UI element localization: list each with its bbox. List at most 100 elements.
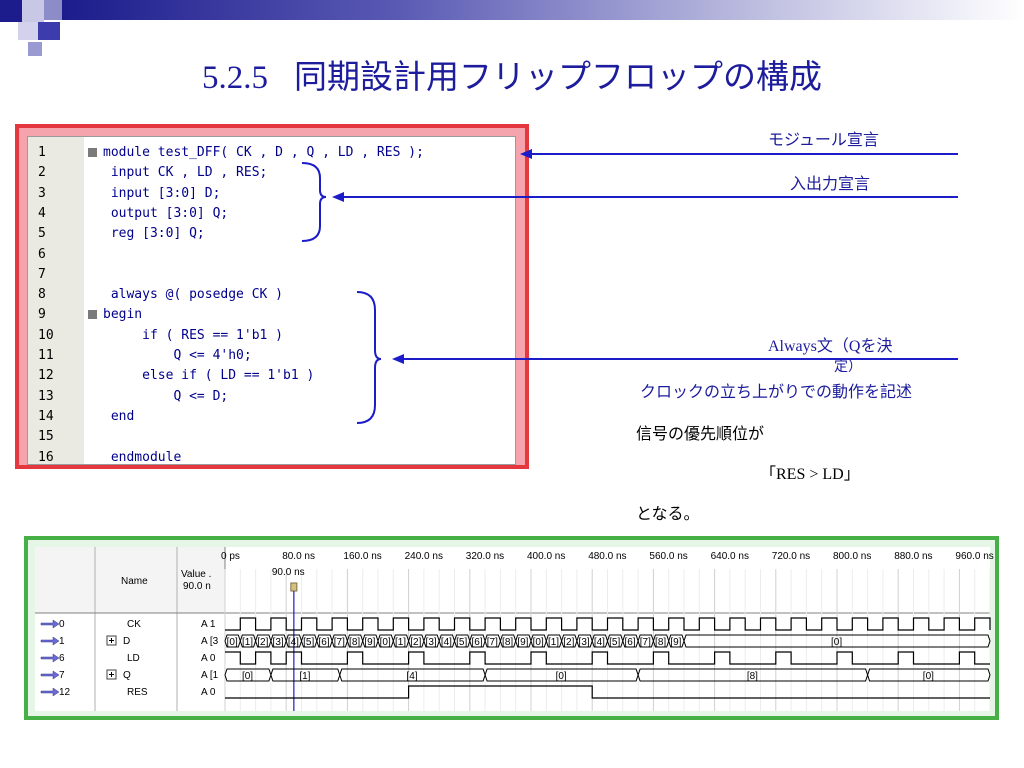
signal-value: A 0	[201, 687, 216, 698]
signal-index: 12	[59, 687, 71, 698]
name-column-header: Name	[121, 576, 148, 587]
code-text: reg [3:0] Q;	[103, 226, 205, 242]
bus-value-label: [8]	[349, 637, 360, 648]
signal-value: A [3	[201, 636, 219, 647]
signal-value: A 0	[201, 653, 216, 664]
line-number: 5	[38, 226, 46, 242]
bus-value-label: [0]	[533, 637, 544, 648]
fold-toggle-icon[interactable]	[88, 310, 97, 320]
time-tick-label: 160.0 ns	[343, 551, 381, 562]
bus-value-label: [6]	[624, 637, 635, 648]
line-number: 1	[38, 145, 46, 160]
bus-value-label: [3]	[426, 637, 437, 648]
line-number: 10	[38, 327, 54, 343]
signal-name: CK	[127, 619, 141, 630]
code-line: 10 if ( RES == 1'b1 )	[28, 326, 515, 346]
code-line: 13 Q <= D;	[28, 387, 515, 407]
code-text: if ( RES == 1'b1 )	[103, 327, 284, 343]
signal-header-bg	[35, 547, 225, 613]
signal-name: LD	[127, 653, 140, 664]
header-gradient-bar	[62, 0, 1024, 20]
bus-value-label: [3]	[273, 637, 284, 648]
signal-pin-icon	[40, 619, 60, 629]
signal-index: 7	[59, 670, 65, 681]
signal-index: 0	[59, 619, 65, 630]
arrowhead-module	[520, 149, 532, 159]
annotation-module-decl: モジュール宣言	[768, 130, 879, 149]
bus-value-label: [4]	[594, 637, 605, 648]
code-line: 4 output [3:0] Q;	[28, 204, 515, 224]
annotation-arrows	[301, 149, 958, 424]
signal-name: Q	[123, 670, 131, 681]
code-text: end	[103, 408, 135, 424]
value-column-header: Value .	[181, 569, 211, 580]
line-number: 15	[38, 429, 54, 445]
signal-index: 6	[59, 653, 65, 664]
bus-value-label: [7]	[640, 637, 651, 648]
bus-value-label: [2]	[257, 637, 268, 648]
bus-segment	[867, 668, 991, 682]
code-text: output [3:0] Q;	[103, 205, 229, 221]
time-tick-label: 480.0 ns	[588, 551, 626, 562]
corner-square-bottom	[28, 42, 42, 56]
time-tick-label: 560.0 ns	[649, 551, 687, 562]
priority-text-1: 信号の優先順位が	[636, 424, 765, 443]
bus-value-label: [0]	[227, 637, 238, 648]
signal-pin-icon	[40, 636, 60, 646]
bus-value-label: [0]	[556, 671, 567, 682]
time-tick-label: 720.0 ns	[772, 551, 810, 562]
code-line: 5 reg [3:0] Q;	[28, 224, 515, 244]
bus-value-label: [2]	[410, 637, 421, 648]
code-text: endmodule	[103, 449, 182, 465]
bus-value-label: [9]	[517, 637, 528, 648]
signal-pin-icon	[40, 687, 60, 697]
brace-always	[356, 291, 382, 424]
annotation-always-1: Always文（Qを決	[768, 338, 893, 355]
bus-value-label: [1]	[395, 637, 406, 648]
bus-value-label: [0]	[380, 637, 391, 648]
bus-value-label: [4]	[288, 637, 299, 648]
corner-square-lower-light	[18, 22, 38, 40]
code-line: 12 else if ( LD == 1'b1 )	[28, 366, 515, 386]
bus-value-label: [3]	[579, 637, 590, 648]
arrowhead-io	[332, 192, 344, 202]
section-number: 5.2.5	[202, 60, 268, 96]
code-text: else if ( LD == 1'b1 )	[103, 368, 315, 384]
time-tick-label: 800.0 ns	[833, 551, 871, 562]
bus-value-label: [8]	[502, 637, 513, 648]
line-number: 6	[38, 246, 46, 262]
time-tick-label: 400.0 ns	[527, 551, 565, 562]
signal-name: RES	[127, 687, 148, 698]
bus-value-label: [4]	[441, 637, 452, 648]
bus-value-label: [5]	[456, 637, 467, 648]
time-tick-label: 640.0 ns	[711, 551, 749, 562]
code-line: 16 endmodule	[28, 448, 515, 468]
bus-value-label: [7]	[487, 637, 498, 648]
line-number: 16	[38, 449, 54, 465]
code-text: input CK , LD , RES;	[103, 165, 268, 181]
bus-value-label: [4]	[406, 671, 417, 682]
signal-list-bg	[35, 613, 225, 704]
cursor-handle	[290, 582, 298, 592]
bus-value-label: [7]	[334, 637, 345, 648]
bus-value-label: [1]	[548, 637, 559, 648]
bus-value-label: [0]	[923, 671, 934, 682]
corner-square-light	[22, 0, 44, 22]
line-number: 13	[38, 388, 54, 404]
line-number: 2	[38, 165, 46, 181]
digital-waveform	[225, 685, 990, 699]
time-tick-label: 240.0 ns	[405, 551, 443, 562]
code-line: 7	[28, 265, 515, 285]
bus-value-label: [0]	[242, 671, 253, 682]
value-column-subheader: 90.0 n	[183, 581, 211, 592]
line-number-gutter	[28, 137, 84, 464]
bus-value-label: [0]	[831, 637, 842, 648]
code-text: always @( posedge CK )	[103, 287, 284, 303]
fold-toggle-icon[interactable]	[88, 148, 97, 157]
code-line: 3 input [3:0] D;	[28, 184, 515, 204]
line-number: 3	[38, 185, 46, 201]
annotation-io-decl: 入出力宣言	[790, 174, 871, 193]
